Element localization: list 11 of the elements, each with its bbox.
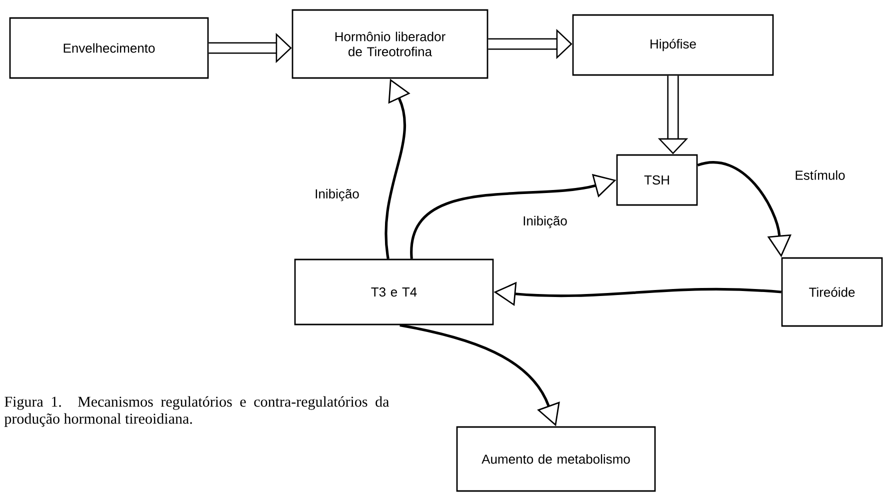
edge-label: Inibição (314, 188, 360, 202)
process-box: TSH (616, 154, 698, 206)
process-box: Hipófise (572, 14, 774, 76)
edge-label: Inibição (522, 214, 568, 230)
process-box: Aumento de metabolismo (456, 426, 656, 492)
caption: Figura 1. Mecanismos regulatórios e contra-regulatórios da produção hormonal tireoidiana. (4, 396, 390, 427)
process-box: Hormônio liberador de Tireotrofina (292, 9, 488, 79)
process-box: T3 e T4 (294, 258, 494, 326)
edge-label: Estímulo (794, 169, 846, 181)
process-box: Tireóide (781, 257, 883, 327)
process-box: Envelhecimento (9, 17, 209, 79)
